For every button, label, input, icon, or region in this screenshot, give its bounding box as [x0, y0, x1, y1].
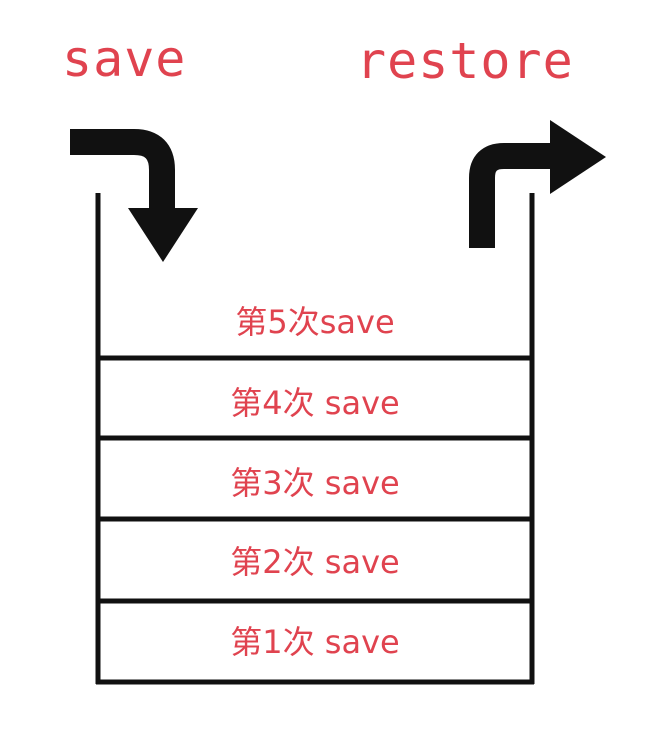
save-arrow-shaft: [70, 129, 175, 212]
stack-entry: 第3次 save: [230, 464, 400, 502]
restore-arrow-head: [550, 120, 606, 194]
save-label: save: [62, 30, 187, 88]
save-arrow: [70, 129, 198, 262]
stack-entry: 第1次 save: [230, 623, 400, 661]
save-arrow-head: [128, 208, 198, 262]
restore-label: restore: [356, 32, 574, 90]
restore-arrow: [469, 120, 606, 248]
restore-arrow-shaft: [469, 143, 558, 248]
stack-entry: 第5次save: [235, 303, 395, 341]
stack-container: [95, 193, 535, 685]
stack-entry: 第2次 save: [230, 543, 400, 581]
stack-entry: 第4次 save: [230, 384, 400, 422]
